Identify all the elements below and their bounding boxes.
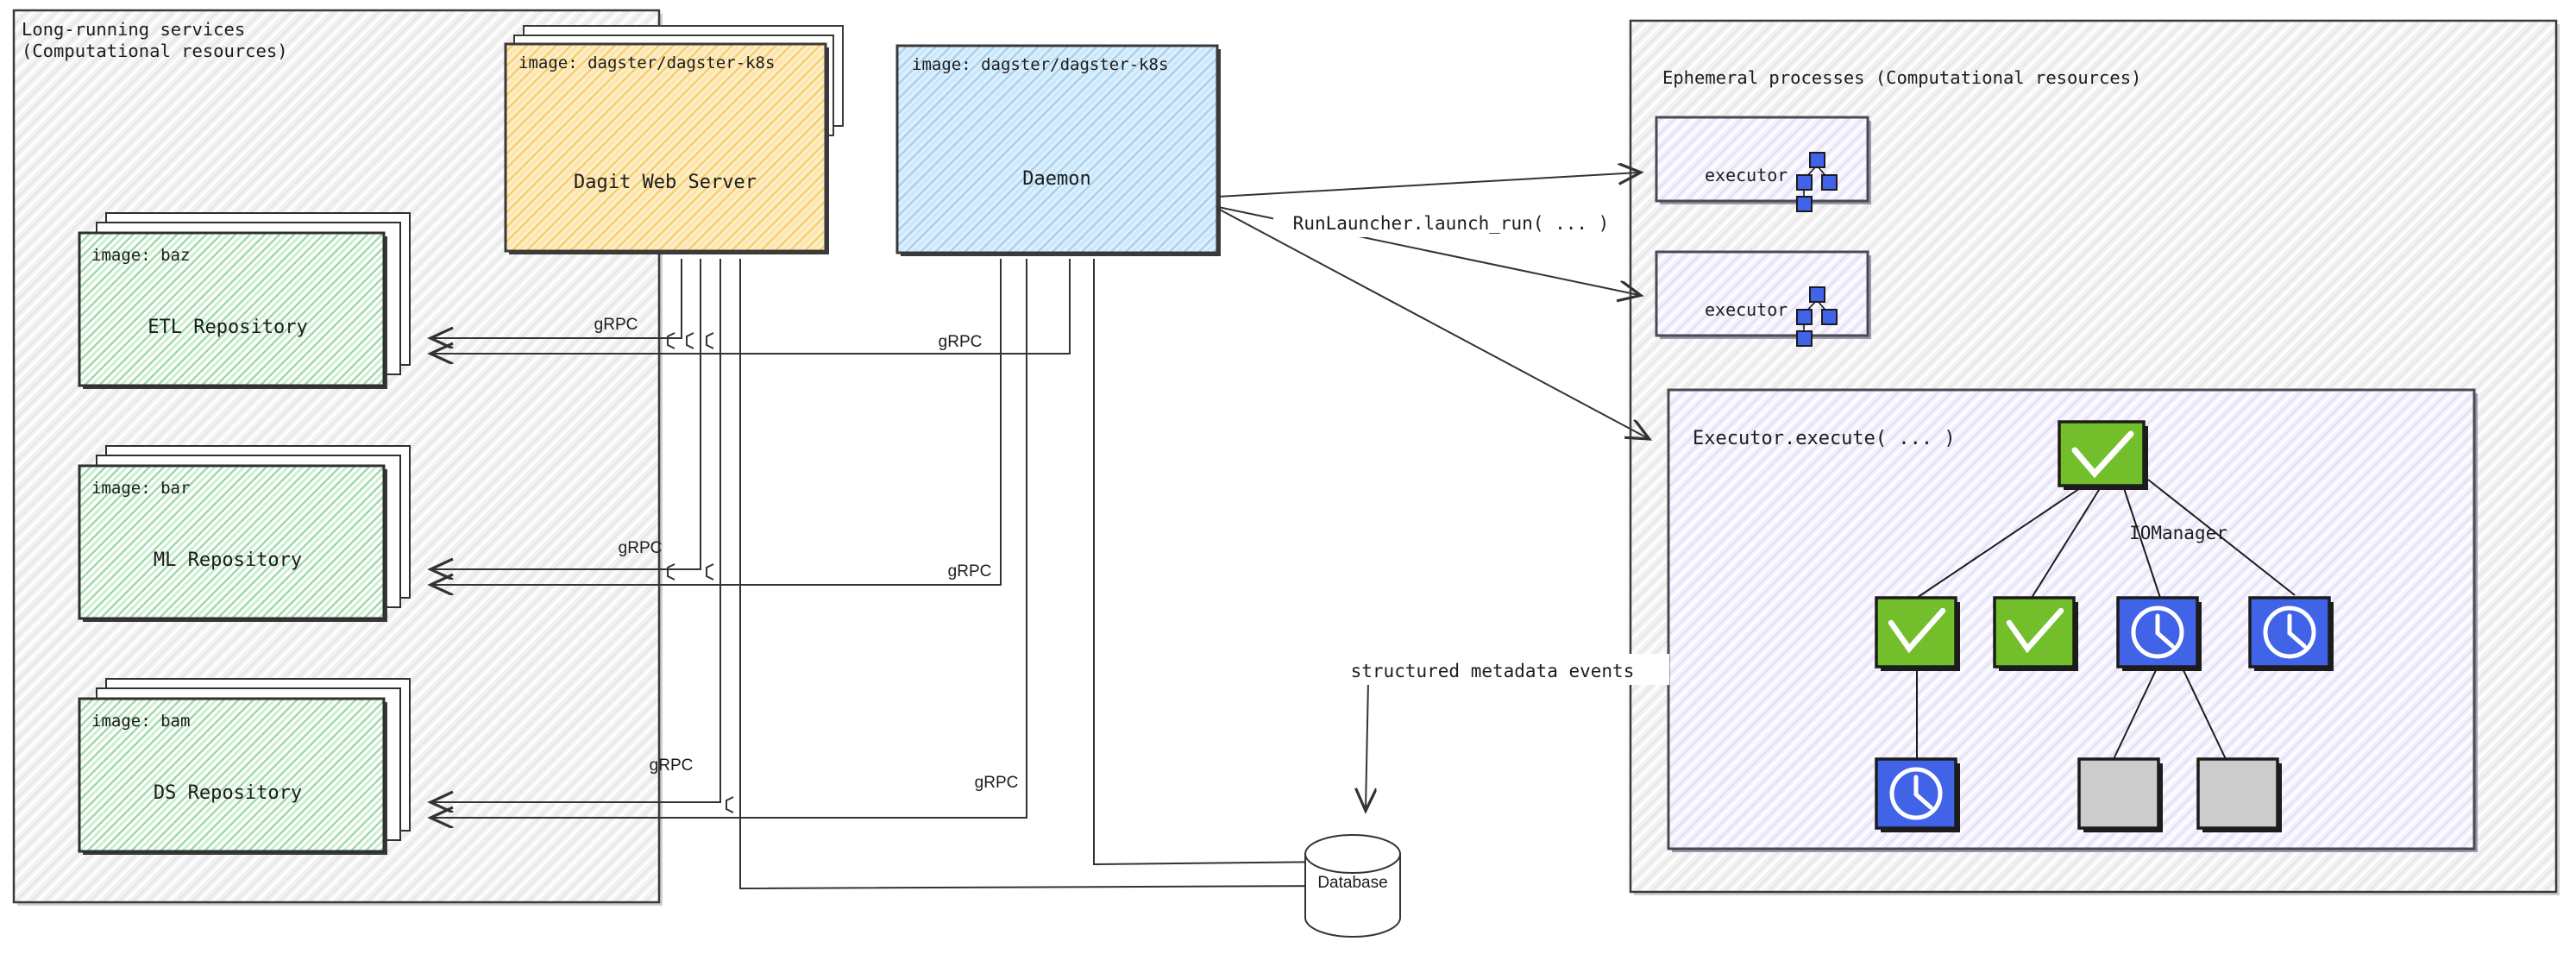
etl-title: ETL Repository bbox=[148, 317, 307, 338]
metadata-edge bbox=[1366, 681, 1668, 809]
database-label: Database bbox=[1317, 874, 1387, 892]
etl-image-label: image: baz bbox=[91, 246, 190, 265]
ml-image-label: image: bar bbox=[91, 479, 190, 498]
executor-1-label: executor bbox=[1705, 165, 1787, 185]
grpc-label-5: gRPC bbox=[650, 756, 694, 775]
metadata-label: structured metadata events bbox=[1351, 661, 1635, 681]
edge-dagit-etl bbox=[432, 259, 682, 338]
daemon-title: Daemon bbox=[1022, 168, 1090, 190]
check-icon bbox=[1888, 607, 1946, 654]
dag-mini-icon bbox=[1796, 286, 1838, 347]
right-panel-title: Ephemeral processes (Computational resou… bbox=[1662, 67, 2141, 88]
dag-node-c[interactable] bbox=[2116, 596, 2202, 671]
runlauncher-label-group: RunLauncher.launch_run( ... ) bbox=[1273, 204, 1629, 237]
edge-dagit-ds bbox=[432, 259, 721, 802]
grpc-label-3: gRPC bbox=[619, 539, 663, 557]
edge-daemon-executor-1 bbox=[1217, 173, 1639, 198]
check-icon bbox=[2006, 607, 2064, 654]
edge-dagit-database bbox=[739, 259, 1331, 888]
ds-title: DS Repository bbox=[154, 782, 302, 804]
iomanager-label: IOManager bbox=[2129, 523, 2227, 543]
ds-image-label: image: bam bbox=[91, 712, 190, 731]
clock-icon bbox=[1889, 767, 1943, 820]
edge-daemon-ml bbox=[432, 259, 1002, 585]
grpc-label-1: gRPC bbox=[594, 316, 638, 334]
edge-daemon-database bbox=[1093, 259, 1331, 864]
runlauncher-label: RunLauncher.launch_run( ... ) bbox=[1293, 213, 1610, 234]
executor-box-2[interactable]: executor bbox=[1655, 250, 1871, 347]
dag-node-g[interactable] bbox=[2196, 757, 2282, 832]
dagit-image-label: image: dagster/dagster-k8s bbox=[518, 53, 775, 72]
check-icon bbox=[2071, 430, 2134, 479]
dag-node-d[interactable] bbox=[2248, 596, 2334, 671]
grpc-label-2: gRPC bbox=[939, 333, 983, 351]
edge-daemon-etl bbox=[432, 259, 1071, 354]
service-daemon[interactable]: image: dagster/dagster-k8s Daemon bbox=[895, 44, 1221, 256]
left-panel-title-line1: Long-running services bbox=[22, 19, 245, 40]
edge-daemon-ds bbox=[432, 259, 1027, 818]
repository-ml[interactable]: image: bar ML Repository bbox=[78, 445, 411, 622]
repository-ds[interactable]: image: bam DS Repository bbox=[78, 678, 411, 855]
dag-node-a[interactable] bbox=[1875, 596, 1960, 671]
metadata-label-group: structured metadata events bbox=[1316, 654, 1669, 685]
clock-icon bbox=[2263, 606, 2316, 659]
edge-daemon-execute-panel bbox=[1217, 208, 1648, 438]
ml-title: ML Repository bbox=[154, 549, 302, 571]
dag-mini-icon bbox=[1796, 152, 1838, 212]
connector-layer bbox=[432, 259, 1331, 888]
execute-panel: Executor.execute( ... ) bbox=[1667, 388, 2478, 852]
daemon-image-label: image: dagster/dagster-k8s bbox=[912, 55, 1168, 74]
dag-node-root[interactable] bbox=[2058, 420, 2148, 490]
grpc-labels: gRPC gRPC gRPC gRPC gRPC gRPC bbox=[594, 316, 1019, 792]
service-dagit[interactable]: image: dagster/dagster-k8s Dagit Web Ser… bbox=[504, 25, 844, 254]
edge-dagit-ml bbox=[432, 259, 701, 569]
grpc-label-4: gRPC bbox=[948, 562, 992, 581]
dag-node-f[interactable] bbox=[2077, 757, 2163, 832]
executor-box-1[interactable]: executor bbox=[1655, 116, 1871, 212]
execute-panel-label: Executor.execute( ... ) bbox=[1693, 428, 1956, 449]
left-panel-title-line2: (Computational resources) bbox=[22, 41, 288, 61]
database-node[interactable]: Database bbox=[1304, 834, 1401, 938]
repository-etl[interactable]: image: baz ETL Repository bbox=[78, 212, 411, 389]
executor-2-label: executor bbox=[1705, 299, 1787, 320]
execute-dag-edges bbox=[1916, 479, 2296, 760]
line-jump-notches bbox=[667, 332, 734, 813]
dagit-title: Dagit Web Server bbox=[574, 172, 757, 193]
clock-icon bbox=[2131, 606, 2184, 659]
grpc-label-6: gRPC bbox=[975, 774, 1019, 792]
dag-node-e[interactable] bbox=[1875, 757, 1960, 832]
dag-node-b[interactable] bbox=[1993, 596, 2078, 671]
